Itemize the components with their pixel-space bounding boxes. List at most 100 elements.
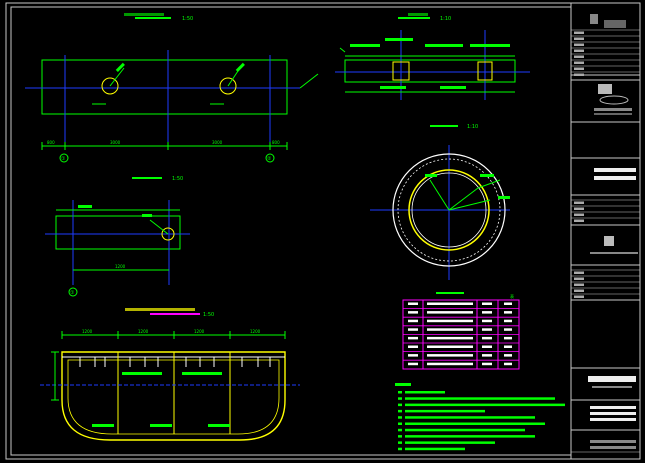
note-line [405,391,445,394]
plate-elevation-view: 1:50 800 3000 3000 800 ① ② [25,13,319,163]
small-plate-view: 1:50 1200 ① [45,176,190,297]
table-cell-text [482,302,492,305]
axis-bubble-2 [265,153,275,163]
dim-top-2: 3000 [212,140,223,145]
dim-top-1: 3000 [110,140,121,145]
table-cell-text [482,336,492,340]
note-number [398,403,402,407]
table-cell-text [427,302,473,305]
table-cell-text [427,311,473,314]
table-cell-text [427,362,473,366]
title-row-text [574,37,584,40]
dim-bottom-2: 1200 [194,329,205,334]
axis-bubble-1 [59,153,69,163]
note-line [405,428,525,432]
table-cell-text [482,319,492,323]
table-cell-text [504,354,512,357]
note-line [405,447,465,451]
note-number [398,441,402,444]
title-block-rows [571,29,640,453]
table-cell-text [427,336,473,340]
circular-plan-view: 1:10 [370,124,510,280]
view-title-underline-1 [135,17,171,19]
axis-label-3: ① [70,290,75,296]
scale-label-5: 1:50 [203,312,214,318]
note-line [405,422,545,425]
note-number [398,428,402,432]
table-cell-text [482,354,492,357]
note-number [398,416,402,419]
table-cell-text [427,319,473,323]
seal-icon [604,236,614,246]
table-cell-text [504,311,512,314]
dim-mid-0: 1200 [115,264,126,269]
section-detail-view: 1:10 [335,13,530,100]
note-line [405,409,485,413]
scale-label-3: 1:10 [467,124,478,130]
table-cell-text [504,336,512,340]
note-line [405,441,495,444]
note-number [398,391,402,394]
note-number [398,409,402,413]
stamp-icon [594,84,632,115]
title-row-text [574,213,584,216]
stiffener-marks [79,357,271,367]
table-cell-text [504,362,512,366]
title-row-text [574,289,584,292]
dim-bottom-1: 1200 [138,329,149,334]
axis-label-1: ① [61,156,66,162]
note-line [405,435,535,438]
dim-bottom-0: 1200 [82,329,93,334]
logo-mark-icon [590,14,598,24]
dim-bottom-3: 1200 [250,329,261,334]
note-line [405,416,535,419]
axis-bubble-3 [68,287,78,297]
table-cell-text [504,302,512,305]
table-cell-text [427,354,473,357]
table-cell-text [427,345,473,348]
tank-section-view: 1:50 1200 1200 1200 1200 [40,308,300,441]
table-tag: 表 [510,293,514,299]
note-number [398,435,402,438]
table-cell-text [482,362,492,366]
table-cell-text [482,345,492,348]
title-row-text [574,55,584,58]
note-line [405,403,565,407]
table-cell-text [504,345,512,348]
table-cell-text [408,336,418,340]
title-block [570,2,641,460]
title-row-text [574,283,584,286]
title-row-text [574,43,584,46]
note-number [398,447,402,451]
scale-label-4: 1:50 [172,176,183,182]
table-cell-text [482,311,492,314]
title-row-text [574,201,584,204]
axis-label-2: ② [267,156,272,162]
title-row-text [574,277,584,280]
table-cell-text [408,362,418,366]
dim-top-0: 800 [47,140,55,145]
title-row-text [574,73,584,76]
table-cell-text [504,328,512,331]
table-cell-text [482,328,492,331]
title-row-text [574,49,584,52]
dim-top-3: 800 [272,140,280,145]
title-row-text [574,271,584,274]
title-row-text [574,31,584,34]
note-line [405,397,555,400]
table-cell-text [504,319,512,323]
title-row-text [574,67,584,70]
table-cell-text [408,345,418,348]
drawing-notes [395,383,565,451]
scale-label-1: 1:50 [182,16,193,22]
scale-label-2: 1:10 [440,16,451,22]
table-grid-rows [403,302,519,366]
table-cell-text [408,328,418,331]
table-cell-text [427,328,473,331]
table-cell-text [408,319,418,323]
note-number [398,397,402,400]
table-cell-text [408,302,418,305]
material-table: 表 [402,292,520,370]
